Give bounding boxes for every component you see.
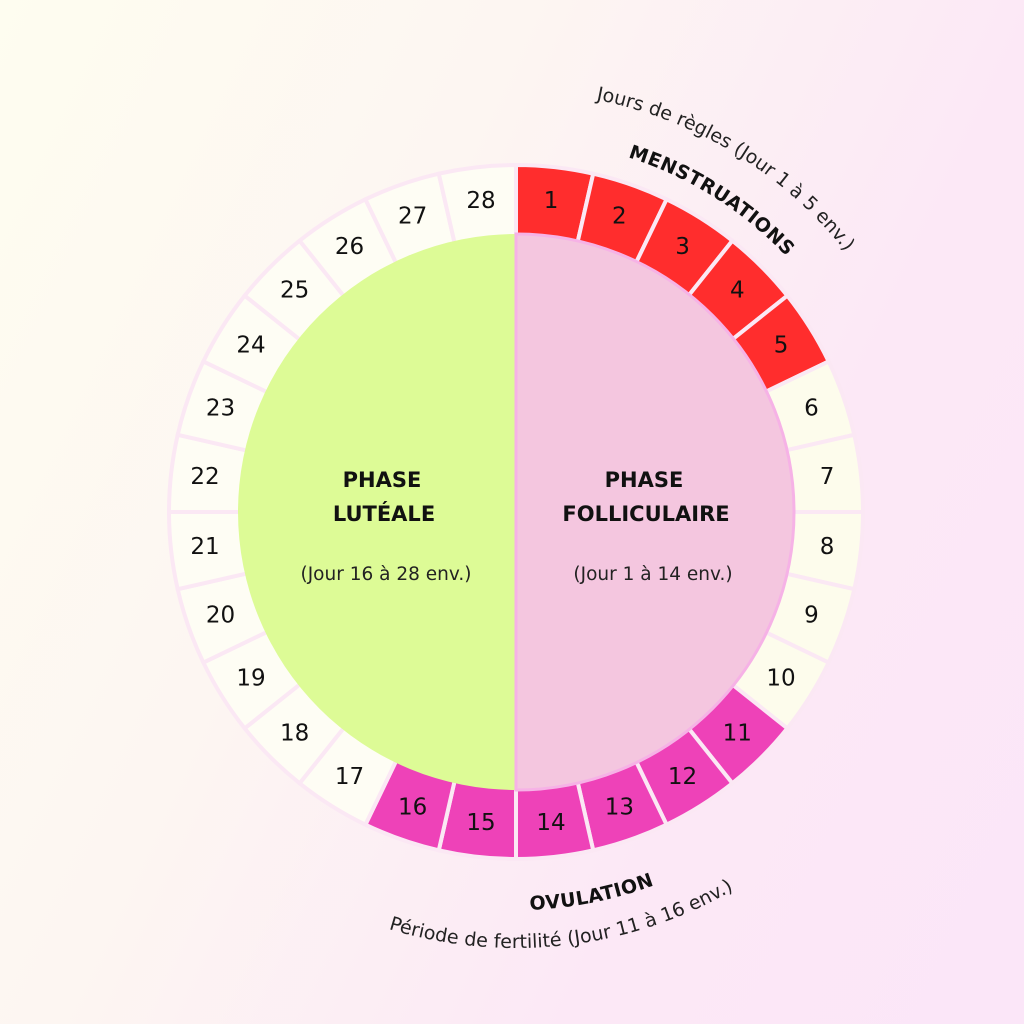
inner-circle <box>238 232 796 792</box>
luteal-title-line2: LUTÉALE <box>333 501 435 526</box>
day-number-12: 12 <box>668 764 697 790</box>
day-number-6: 6 <box>804 396 819 422</box>
day-number-9: 9 <box>804 602 819 628</box>
day-number-17: 17 <box>335 764 364 790</box>
ovulation-title: OVULATION <box>529 869 656 915</box>
day-number-20: 20 <box>206 602 235 628</box>
luteal-title-line1: PHASE <box>343 468 422 492</box>
day-number-8: 8 <box>820 534 835 560</box>
luteal-range: (Jour 16 à 28 env.) <box>301 564 472 585</box>
day-number-5: 5 <box>774 332 789 358</box>
day-number-23: 23 <box>206 396 235 422</box>
day-number-13: 13 <box>605 794 634 820</box>
day-number-24: 24 <box>236 332 265 358</box>
day-number-14: 14 <box>536 810 565 836</box>
day-number-4: 4 <box>730 278 745 304</box>
day-number-21: 21 <box>190 534 219 560</box>
day-number-15: 15 <box>466 810 495 836</box>
follicular-half <box>514 232 796 792</box>
follicular-title-line1: PHASE <box>605 468 684 492</box>
day-number-1: 1 <box>544 188 559 214</box>
day-number-18: 18 <box>280 720 309 746</box>
day-number-26: 26 <box>335 234 364 260</box>
day-number-3: 3 <box>675 234 690 260</box>
day-numbers: 1234567891011121314151617181920212223242… <box>190 188 834 836</box>
ovulation-subtitle: Période de fertilité (Jour 11 à 16 env.) <box>387 875 736 953</box>
day-number-10: 10 <box>766 666 795 692</box>
follicular-range: (Jour 1 à 14 env.) <box>573 564 732 585</box>
follicular-title-line2: FOLLICULAIRE <box>562 502 729 526</box>
day-number-22: 22 <box>190 464 219 490</box>
luteal-half <box>238 234 516 790</box>
day-number-28: 28 <box>466 188 495 214</box>
day-number-11: 11 <box>723 720 752 746</box>
day-number-27: 27 <box>398 204 427 230</box>
day-number-16: 16 <box>398 794 427 820</box>
day-number-7: 7 <box>820 464 835 490</box>
day-number-2: 2 <box>612 204 627 230</box>
day-number-19: 19 <box>236 666 265 692</box>
day-number-25: 25 <box>280 278 309 304</box>
